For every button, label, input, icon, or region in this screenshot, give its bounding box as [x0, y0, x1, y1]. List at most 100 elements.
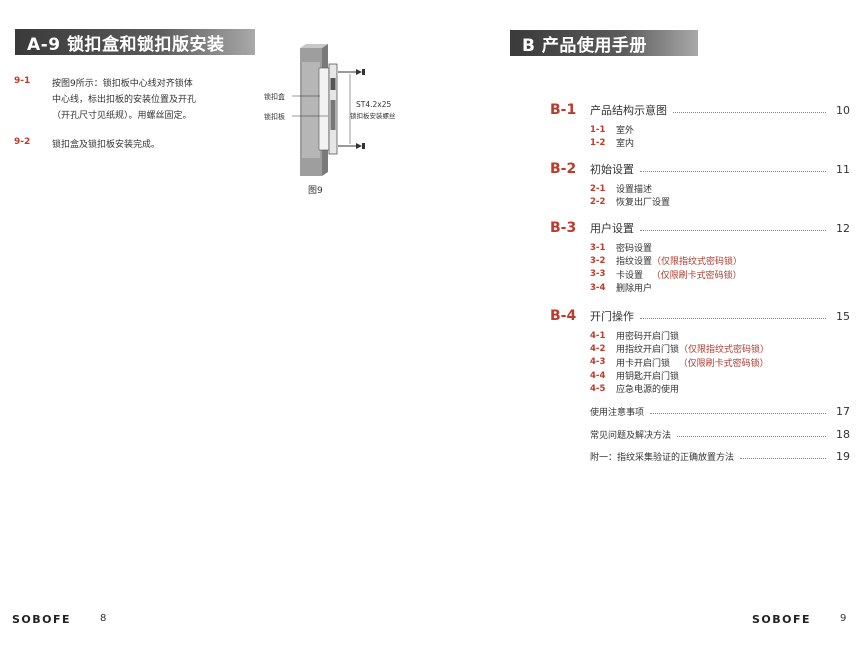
page-number: 8: [100, 613, 107, 624]
toc-page-number: 12: [836, 221, 850, 235]
toc-sub-number: 2-2: [590, 196, 606, 207]
toc-sub-label: 删除用户: [616, 284, 653, 295]
toc-subitem[interactable]: 3-3 卡设置 （仅限刷卡式密码锁）: [590, 268, 850, 281]
toc-sub-number: 3-2: [590, 255, 606, 266]
screw-icon: [338, 69, 365, 75]
toc-code: B-3: [550, 220, 577, 236]
toc-title: 产品结构示意图: [590, 104, 667, 117]
toc-title: 初始设置: [590, 163, 634, 176]
toc-sub-note: （仅限指纹式密码锁）: [652, 257, 743, 268]
toc-subitem[interactable]: 4-3 用卡开启门锁 （仅限刷卡式密码锁）: [590, 356, 850, 369]
door-frame-top: [300, 44, 328, 48]
screw-icon: [338, 143, 365, 149]
step-number: 9-2: [14, 137, 31, 147]
toc-subitem[interactable]: 2-2 恢复出厂设置: [590, 195, 850, 209]
toc-subitem[interactable]: 1-2 室内: [590, 136, 850, 150]
toc-sub-label: 卡设置: [616, 270, 644, 281]
toc-section-b1[interactable]: B-1 产品结构示意图 10 1-1 室外 1-2 室内: [550, 101, 850, 150]
toc-leader-dots: [677, 435, 826, 437]
section-banner-b: B 产品使用手册: [510, 30, 698, 56]
toc-code: B-1: [550, 102, 577, 118]
toc-heading[interactable]: B-2 初始设置 11: [550, 160, 850, 178]
toc-subitem[interactable]: 4-1 用密码开启门锁: [590, 329, 850, 343]
toc-page-number: 15: [836, 309, 850, 323]
toc-subitem[interactable]: 2-1 设置描述: [590, 182, 850, 196]
page-number: 9: [840, 613, 847, 624]
toc-title: 用户设置: [590, 222, 634, 235]
toc-code: B-4: [550, 308, 577, 324]
toc-entry-label: 附一：指纹采集验证的正确放置方法: [590, 452, 735, 463]
brand-logo: SOBOFE: [12, 613, 72, 626]
toc-sub-label: 恢复出厂设置: [616, 198, 671, 209]
toc-sub-label: 用密码开启门锁: [616, 332, 680, 343]
toc-page-number: 17: [836, 404, 850, 418]
toc-title: 开门操作: [590, 310, 634, 323]
toc-sub-number: 1-2: [590, 137, 606, 148]
strike-box: [318, 67, 330, 151]
right-page: B 产品使用手册 B-1 产品结构示意图 10 1-1 室外 1-2 室内 B-2 …: [430, 0, 860, 645]
toc-heading[interactable]: B-1 产品结构示意图 10: [550, 101, 850, 119]
toc-entry-faq[interactable]: 常见问题及解决方法 18: [590, 427, 850, 441]
toc-sub-number: 3-1: [590, 242, 606, 253]
toc-sub-label: 室外: [616, 126, 635, 137]
toc-sub-number: 4-1: [590, 330, 606, 341]
left-page: A-9 锁扣盒和锁扣版安装 9-1 按图9所示：锁扣板中心线对齐锁体 中心线，标…: [12, 29, 412, 626]
toc-subitem[interactable]: 4-4 用钥匙开启门锁: [590, 369, 850, 383]
toc-page-number: 18: [836, 427, 850, 441]
toc-leader-dots: [640, 317, 826, 319]
toc-sub-note: （仅限刷卡式密码锁）: [643, 270, 742, 281]
section-banner-a9: A-9 锁扣盒和锁扣版安装: [15, 29, 255, 55]
toc-entry-label: 使用注意事项: [590, 407, 645, 418]
toc-entry-label: 常见问题及解决方法: [590, 430, 672, 441]
toc-sub-label: 用钥匙开启门锁: [616, 372, 680, 383]
toc-page-number: 19: [836, 449, 850, 463]
step-text: 锁扣盒及锁扣板安装完成。: [52, 140, 161, 150]
toc-page-number: 11: [836, 162, 850, 176]
toc-leader-dots: [640, 170, 826, 172]
toc-subitem[interactable]: 4-5 应急电源的使用: [590, 382, 850, 396]
toc-leader-dots: [740, 457, 826, 459]
toc-entry-appendix[interactable]: 附一：指纹采集验证的正确放置方法 19: [590, 449, 850, 463]
toc-heading[interactable]: B-4 开门操作 15: [550, 307, 850, 325]
toc-subitem[interactable]: 3-2 指纹设置（仅限指纹式密码锁）: [590, 254, 850, 268]
step-text: 按图9所示：锁扣板中心线对齐锁体 中心线，标出扣板的安装位置及开孔 （开孔尺寸见…: [52, 79, 197, 121]
toc-sub-note: （仅限刷卡式密码锁）: [670, 358, 769, 369]
toc-subitem[interactable]: 1-1 室外: [590, 123, 850, 137]
toc-leader-dots: [673, 111, 826, 113]
toc-sub-number: 3-4: [590, 282, 606, 293]
toc-sub-label: 用卡开启门锁: [616, 358, 671, 369]
toc-sub-label: 应急电源的使用: [616, 385, 680, 396]
toc-sub-note: （仅限指纹式密码锁）: [679, 345, 770, 356]
toc-sub-number: 3-3: [590, 269, 606, 280]
toc-entry-notes[interactable]: 使用注意事项 17: [590, 404, 850, 418]
label-screw-desc: 锁扣板安装螺丝: [350, 111, 396, 120]
toc-sub-label: 设置描述: [616, 185, 653, 196]
toc-page-number: 10: [836, 103, 850, 117]
toc-sub-label: 室内: [616, 139, 635, 150]
toc-sub-number: 4-5: [590, 383, 606, 394]
toc-leader-dots: [650, 412, 826, 414]
toc-sub-number: 4-2: [590, 343, 606, 354]
figure-caption: 图9: [308, 186, 323, 196]
toc-sub-label: 指纹设置: [616, 257, 653, 268]
plate-slot: [330, 78, 336, 90]
figure-9-diagram: 锁扣盒 锁扣板 ST4.2x25 锁扣板安装螺丝: [262, 44, 412, 194]
lock-strike-diagram: 锁扣盒 锁扣板 ST4.2x25 锁扣板安装螺丝: [264, 44, 396, 176]
toc-heading[interactable]: B-3 用户设置 12: [550, 219, 850, 237]
toc-code: B-2: [550, 161, 577, 177]
step-number: 9-1: [14, 76, 31, 86]
toc-sub-number: 4-3: [590, 357, 606, 368]
brand-logo: SOBOFE: [752, 613, 812, 626]
toc-sub-number: 2-1: [590, 183, 606, 194]
toc-section-b2[interactable]: B-2 初始设置 11 2-1 设置描述 2-2 恢复出厂设置: [550, 160, 850, 209]
plate-slot: [330, 100, 336, 130]
toc-sub-number: 4-4: [590, 370, 606, 381]
toc-subitem[interactable]: 3-4 删除用户: [590, 281, 850, 295]
toc-sub-number: 1-1: [590, 124, 606, 135]
label-strike-box: 锁扣盒: [264, 92, 285, 101]
toc-leader-dots: [640, 229, 826, 231]
